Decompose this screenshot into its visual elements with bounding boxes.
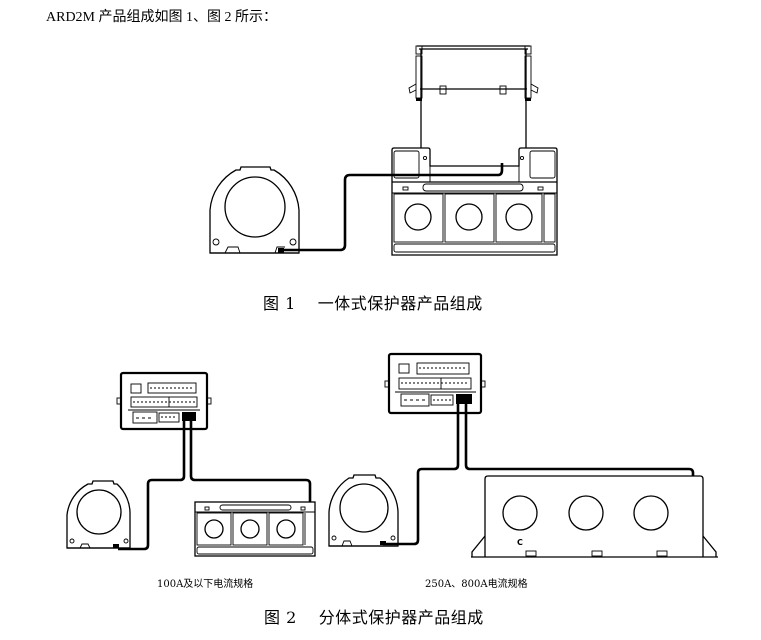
figure1-cover-frame (408, 45, 539, 148)
figure2-left-protector-module (116, 371, 212, 431)
figure2-right-sublabel: 250A、800A电流规格 (425, 579, 528, 590)
figure2-right-load-unit: C (471, 475, 718, 558)
figure1-current-transformer (209, 166, 300, 254)
figure2-left-cable-body (189, 420, 312, 502)
figure2-left-assembly (66, 371, 316, 557)
ct-marking-label: C (517, 538, 523, 547)
figure2-left-cable-ct (118, 420, 186, 551)
figure2-caption-title: 分体式保护器产品组成 (318, 608, 484, 627)
figure1-caption-title: 一体式保护器产品组成 (317, 294, 483, 313)
figure2-right-cable-body (464, 404, 695, 476)
figure2-left-load-unit (194, 501, 316, 557)
figure2-left-sublabel: 100A及以下电流规格 (157, 579, 254, 590)
figure2-caption: 图 2 分体式保护器产品组成 (264, 604, 484, 628)
figure1-cable (283, 163, 504, 252)
figure2-right-current-transformer (328, 474, 399, 547)
intro-text: ARD2M 产品组成如图 1、图 2 所示： (46, 10, 278, 25)
figure1-integrated-protector (209, 45, 558, 256)
figure2-left-current-transformer (66, 480, 131, 549)
figure2-right-cable-ct (383, 404, 460, 546)
figure1-protector-body (391, 147, 558, 256)
figure2-caption-number: 图 2 (264, 608, 297, 627)
figure2-right-assembly: C (328, 352, 718, 558)
figure2-right-protector-module (384, 352, 486, 415)
figure1-caption-number: 图 1 (263, 294, 296, 313)
figure1-caption: 图 1 一体式保护器产品组成 (263, 290, 483, 314)
